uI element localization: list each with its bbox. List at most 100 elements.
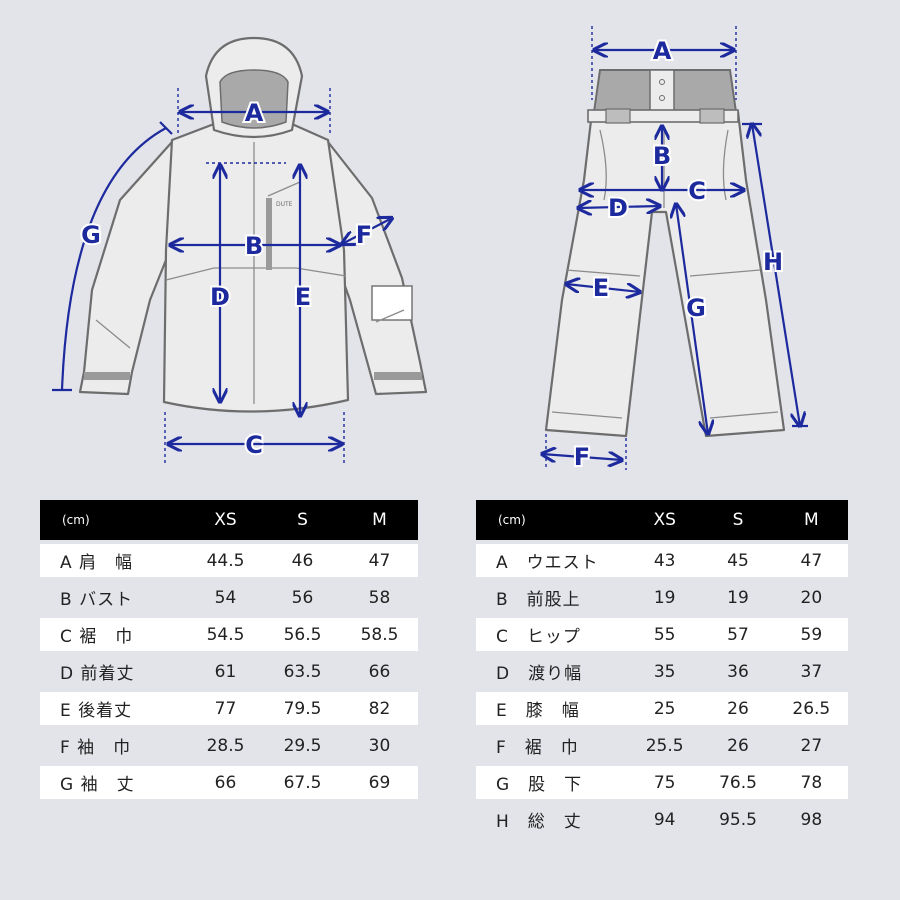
pants-marker-e: E [593, 274, 609, 302]
cell-s: 45 [701, 544, 775, 577]
cell-xs: 94 [628, 803, 702, 836]
row-label: A 肩 幅 [40, 544, 187, 577]
jacket-unit-label: (cm) [40, 500, 187, 540]
cell-m: 66 [341, 655, 418, 688]
row-label: F 袖 巾 [40, 729, 187, 762]
cell-xs: 55 [628, 618, 702, 651]
table-row: D 前着丈 61 63.5 66 [40, 655, 418, 688]
jacket-dimensions: A B C D E F G [52, 88, 392, 466]
cell-m: 47 [341, 544, 418, 577]
pants-size-m-header: M [774, 500, 848, 540]
cell-xs: 19 [628, 581, 702, 614]
jacket-size-m-header: M [341, 500, 418, 540]
jacket-marker-f: F [356, 221, 372, 249]
cell-m: 59 [774, 618, 848, 651]
jacket-brand-logo: DUTE [276, 201, 293, 208]
jacket-marker-a: A [245, 99, 264, 127]
row-label: B 前股上 [476, 581, 628, 614]
pants-size-table: (cm) XS S M A ウエスト 43 45 47 B 前股上 19 19 … [476, 496, 848, 840]
pants-marker-c: C [688, 177, 706, 205]
cell-xs: 35 [628, 655, 702, 688]
jacket-diagram: DUTE A B C D E F G [52, 36, 428, 466]
table-row: H 総 丈 94 95.5 98 [476, 803, 848, 836]
cell-s: 26 [701, 692, 775, 725]
jacket-size-xs-header: XS [187, 500, 264, 540]
cell-s: 46 [264, 544, 341, 577]
cell-s: 57 [701, 618, 775, 651]
row-label: F 裾 巾 [476, 729, 628, 762]
cell-m: 82 [341, 692, 418, 725]
cell-xs: 43 [628, 544, 702, 577]
table-row: C 裾 巾 54.5 56.5 58.5 [40, 618, 418, 651]
cell-s: 29.5 [264, 729, 341, 762]
pants-size-xs-header: XS [628, 500, 702, 540]
cell-s: 76.5 [701, 766, 775, 799]
row-label: C ヒップ [476, 618, 628, 651]
table-row: G 股 下 75 76.5 78 [476, 766, 848, 799]
pants-marker-g: G [686, 294, 706, 322]
cell-m: 20 [774, 581, 848, 614]
row-label: C 裾 巾 [40, 618, 187, 651]
cell-xs: 66 [187, 766, 264, 799]
cell-m: 78 [774, 766, 848, 799]
row-label: G 股 下 [476, 766, 628, 799]
jacket-size-table: (cm) XS S M A 肩 幅 44.5 46 47 B バスト 54 56… [40, 496, 418, 803]
pants-marker-f: F [574, 443, 590, 471]
table-row: F 袖 巾 28.5 29.5 30 [40, 729, 418, 762]
cell-xs: 75 [628, 766, 702, 799]
cell-s: 26 [701, 729, 775, 762]
table-row: E 後着丈 77 79.5 82 [40, 692, 418, 725]
row-label: E 膝 幅 [476, 692, 628, 725]
table-row: D 渡り幅 35 36 37 [476, 655, 848, 688]
table-row: C ヒップ 55 57 59 [476, 618, 848, 651]
cell-m: 98 [774, 803, 848, 836]
cell-m: 58.5 [341, 618, 418, 651]
jacket-marker-e: E [295, 283, 311, 311]
cell-m: 27 [774, 729, 848, 762]
row-label: D 渡り幅 [476, 655, 628, 688]
pants-size-s-header: S [701, 500, 775, 540]
pants-marker-h: H [763, 248, 783, 276]
table-row: A 肩 幅 44.5 46 47 [40, 544, 418, 577]
row-label: E 後着丈 [40, 692, 187, 725]
cell-s: 95.5 [701, 803, 775, 836]
cell-m: 58 [341, 581, 418, 614]
row-label: G 袖 丈 [40, 766, 187, 799]
pants-marker-a: A [653, 37, 672, 65]
cell-m: 69 [341, 766, 418, 799]
table-row: B バスト 54 56 58 [40, 581, 418, 614]
cell-m: 47 [774, 544, 848, 577]
cell-xs: 61 [187, 655, 264, 688]
cell-xs: 54.5 [187, 618, 264, 651]
table-row: A ウエスト 43 45 47 [476, 544, 848, 577]
cell-xs: 25.5 [628, 729, 702, 762]
cell-xs: 44.5 [187, 544, 264, 577]
pants-marker-d: D [608, 194, 628, 222]
cell-s: 67.5 [264, 766, 341, 799]
cell-s: 79.5 [264, 692, 341, 725]
cell-s: 63.5 [264, 655, 341, 688]
cell-xs: 25 [628, 692, 702, 725]
table-row: B 前股上 19 19 20 [476, 581, 848, 614]
cell-xs: 77 [187, 692, 264, 725]
cell-xs: 28.5 [187, 729, 264, 762]
row-label: B バスト [40, 581, 187, 614]
pants-diagram: A B C D E F G H [450, 26, 808, 473]
jacket-marker-b: B [245, 232, 263, 260]
pants-marker-b: B [653, 142, 671, 170]
pants-unit-label: (cm) [476, 500, 628, 540]
row-label: D 前着丈 [40, 655, 187, 688]
cell-xs: 54 [187, 581, 264, 614]
pants-dimensions: A B C D E F G H [542, 26, 808, 473]
pants-table-header: (cm) XS S M [476, 500, 848, 540]
jacket-table-header: (cm) XS S M [40, 500, 418, 540]
cell-m: 26.5 [774, 692, 848, 725]
row-label: A ウエスト [476, 544, 628, 577]
cell-s: 56.5 [264, 618, 341, 651]
jacket-size-s-header: S [264, 500, 341, 540]
table-row: G 袖 丈 66 67.5 69 [40, 766, 418, 799]
cell-s: 56 [264, 581, 341, 614]
table-row: E 膝 幅 25 26 26.5 [476, 692, 848, 725]
table-row: F 裾 巾 25.5 26 27 [476, 729, 848, 762]
cell-m: 37 [774, 655, 848, 688]
